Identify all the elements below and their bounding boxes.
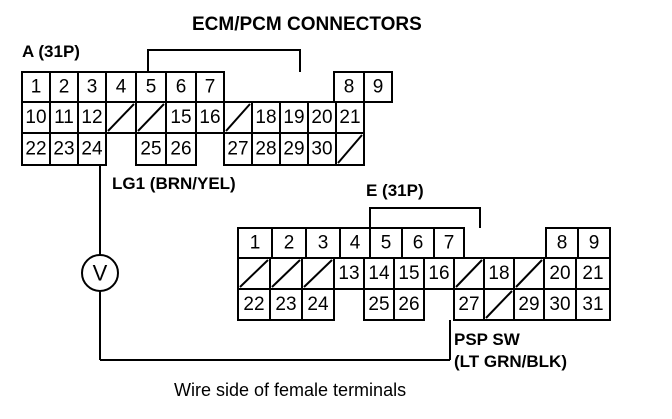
connector-a-pin-label: 30 bbox=[311, 139, 332, 160]
connector-e-pin-label: 9 bbox=[589, 233, 600, 254]
connector-e-pin-cell bbox=[393, 288, 425, 321]
connector-e-pin-label: 15 bbox=[398, 263, 419, 284]
connector-e-pin-label: 16 bbox=[428, 263, 449, 284]
connector-e-unused-pin-slash bbox=[455, 259, 483, 288]
connector-e-pin-label: 6 bbox=[413, 233, 424, 254]
connector-a-pin-label: 11 bbox=[54, 107, 74, 128]
connector-e-pin-label: 25 bbox=[368, 294, 389, 315]
connector-a-pin-label: 1 bbox=[31, 77, 42, 98]
connector-a-pin-cell bbox=[77, 132, 107, 166]
connector-a-lock-tab bbox=[147, 49, 301, 72]
connector-a-pin-label: 21 bbox=[339, 107, 360, 128]
connector-e-pin-label: 27 bbox=[458, 294, 479, 315]
connector-a-pin-label: 23 bbox=[53, 139, 74, 160]
connector-e-label: E (31P) bbox=[366, 181, 424, 200]
connector-a-pin-label: 25 bbox=[140, 139, 161, 160]
connector-a-pin-label: 2 bbox=[59, 77, 70, 98]
connector-e-pin-label: 18 bbox=[488, 263, 509, 284]
connector-a-pin-label: 27 bbox=[227, 139, 248, 160]
connector-a-pin-label: 10 bbox=[25, 107, 46, 128]
connector-a-pin-label: 4 bbox=[116, 77, 127, 98]
connector-e-pin-label: 8 bbox=[557, 233, 568, 254]
connector-e-pin-label: 21 bbox=[582, 263, 603, 284]
connector-e-pin-label: 2 bbox=[284, 233, 295, 254]
connector-a-pin-label: 26 bbox=[170, 139, 191, 160]
wire-lg1-label: LG1 (BRN/YEL) bbox=[112, 174, 236, 193]
connector-e-pin-cell bbox=[301, 288, 335, 321]
connector-e-pin-label: 22 bbox=[243, 294, 264, 315]
connector-a-pin-label: 22 bbox=[25, 139, 46, 160]
connector-a-pin-cell bbox=[363, 71, 393, 103]
connector-e-pin-label: 24 bbox=[307, 294, 329, 315]
connector-e-pin-label: 13 bbox=[338, 263, 359, 284]
connector-e-pin-label: 29 bbox=[518, 294, 539, 315]
connector-a-pin-label: 3 bbox=[87, 77, 98, 98]
connector-a-pin-label: 28 bbox=[255, 139, 276, 160]
connector-a-unused-pin-slash bbox=[225, 103, 251, 132]
connector-e-pin-label: 7 bbox=[444, 233, 455, 254]
connector-a-label: A (31P) bbox=[22, 42, 80, 61]
connector-e-pin-label: 23 bbox=[275, 294, 296, 315]
connector-a-pin-label: 7 bbox=[205, 77, 216, 98]
connector-a-pin-label: 20 bbox=[311, 107, 332, 128]
connector-e-pin-label: 30 bbox=[549, 294, 570, 315]
connector-a-pin-cell bbox=[165, 132, 197, 166]
voltmeter-symbol: V bbox=[93, 261, 108, 286]
connector-e-pin-label: 3 bbox=[318, 233, 329, 254]
psp-wire-color-label: (LT GRN/BLK) bbox=[454, 352, 567, 371]
connector-e-unused-pin-slash bbox=[271, 259, 301, 288]
connector-e-pin-label: 5 bbox=[381, 233, 392, 254]
connector-e-lock-tab bbox=[369, 207, 481, 228]
psp-sw-label: PSP SW bbox=[454, 330, 520, 349]
connector-a-pin-label: 6 bbox=[176, 77, 187, 98]
connector-a-pin-label: 16 bbox=[199, 107, 220, 128]
connector-e-unused-pin-slash bbox=[303, 259, 333, 288]
diagram-title: ECM/PCM CONNECTORS bbox=[192, 14, 422, 35]
connector-e-pin-label: 20 bbox=[549, 263, 570, 284]
connector-e-pin-label: 4 bbox=[350, 233, 361, 254]
connector-e-pin-label: 14 bbox=[368, 263, 390, 284]
connector-e-unused-pin-slash bbox=[515, 259, 543, 288]
connector-a-pin-label: 8 bbox=[344, 77, 355, 98]
connector-a-pin-label: 12 bbox=[81, 107, 102, 128]
connector-a-pin-label: 5 bbox=[146, 77, 157, 98]
connector-a-pin-cell bbox=[335, 132, 365, 166]
connector-a-pin-label: 29 bbox=[283, 139, 304, 160]
caption: Wire side of female terminals bbox=[174, 380, 407, 400]
connector-e-pin-label: 1 bbox=[250, 233, 261, 254]
connector-a-unused-pin-slash bbox=[107, 103, 135, 132]
connector-a-unused-pin-slash bbox=[337, 134, 363, 164]
connector-a-pin-label: 9 bbox=[373, 77, 384, 98]
connector-a-pin-label: 18 bbox=[255, 107, 276, 128]
connector-e-pin-cell bbox=[575, 288, 611, 321]
connector-a-pin-label: 19 bbox=[283, 107, 304, 128]
connector-e-pin-label: 31 bbox=[582, 294, 603, 315]
connector-e-unused-pin-slash bbox=[239, 259, 269, 288]
connector-a-pin-label: 24 bbox=[81, 139, 103, 160]
connector-e-pin-label: 26 bbox=[398, 294, 419, 315]
connector-a-unused-pin-slash bbox=[137, 103, 165, 132]
connector-a-pin-label: 15 bbox=[170, 107, 191, 128]
connector-e-unused-pin-slash bbox=[485, 290, 513, 319]
